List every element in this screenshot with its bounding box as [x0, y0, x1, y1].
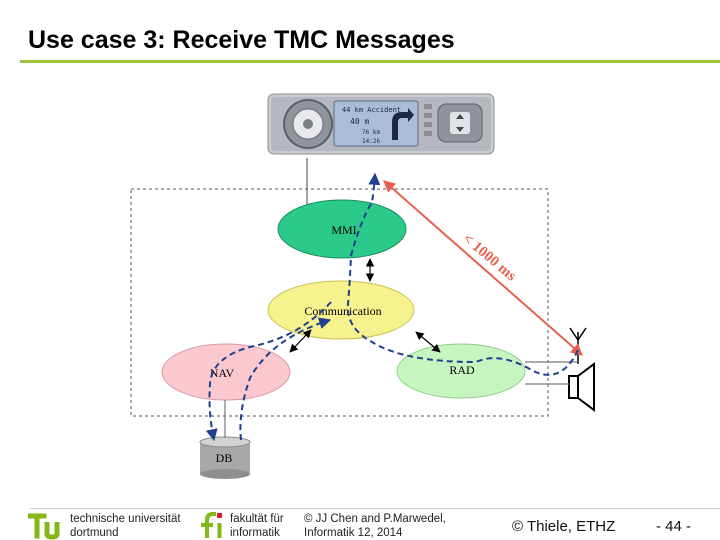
device-display-line1: 44 km Accident	[342, 106, 401, 114]
footer-tu-line1: technische universität	[70, 513, 181, 525]
page-number: - 44 -	[656, 518, 692, 535]
message-flow-path	[346, 172, 579, 376]
mmi-label: MMI	[331, 223, 356, 237]
communication-label: Communication	[304, 304, 381, 318]
db-response-path	[239, 317, 332, 441]
fi-logo-icon	[201, 512, 222, 538]
rad-label: RAD	[449, 363, 475, 377]
turn-arrow-icon	[392, 108, 414, 140]
db-cylinder	[199, 436, 251, 479]
device-display-line4: 14:26	[362, 138, 380, 145]
footer-copyright: © JJ Chen and P.Marwedel, Informatik 12,…	[304, 512, 446, 540]
footer-tu-line2: dortmund	[70, 527, 119, 539]
communication-nav-link	[289, 329, 312, 353]
footer-fi-line2: informatik	[230, 527, 280, 539]
page-title: Use case 3: Receive TMC Messages	[28, 26, 455, 54]
latency-arrow	[383, 180, 583, 356]
footer-tu-text: technische universität dortmund	[70, 512, 181, 540]
tu-logo-icon	[28, 513, 60, 540]
nav-node	[161, 343, 291, 401]
device-display-line3: 76 km	[362, 129, 380, 136]
footer-fi-text: fakultät für informatik	[230, 512, 284, 540]
device-display-line2: 40 m	[350, 117, 369, 126]
nav-label: NAV	[210, 366, 235, 380]
footer-fi-line1: fakultät für	[230, 513, 284, 525]
latency-label: < 1000 ms	[459, 231, 519, 285]
db-query-path	[205, 301, 332, 442]
car-radio-device: 44 km Accident 40 m 76 km 14:26	[267, 93, 495, 155]
speaker-icon	[568, 362, 595, 412]
footer-copyright-line1: © JJ Chen and P.Marwedel,	[304, 513, 446, 525]
footer-thiele-credit: © Thiele, ETHZ	[512, 518, 616, 535]
db-label: DB	[216, 451, 233, 465]
footer-divider	[30, 508, 720, 509]
footer-copyright-line2: Informatik 12, 2014	[304, 527, 403, 539]
title-divider	[20, 60, 720, 63]
